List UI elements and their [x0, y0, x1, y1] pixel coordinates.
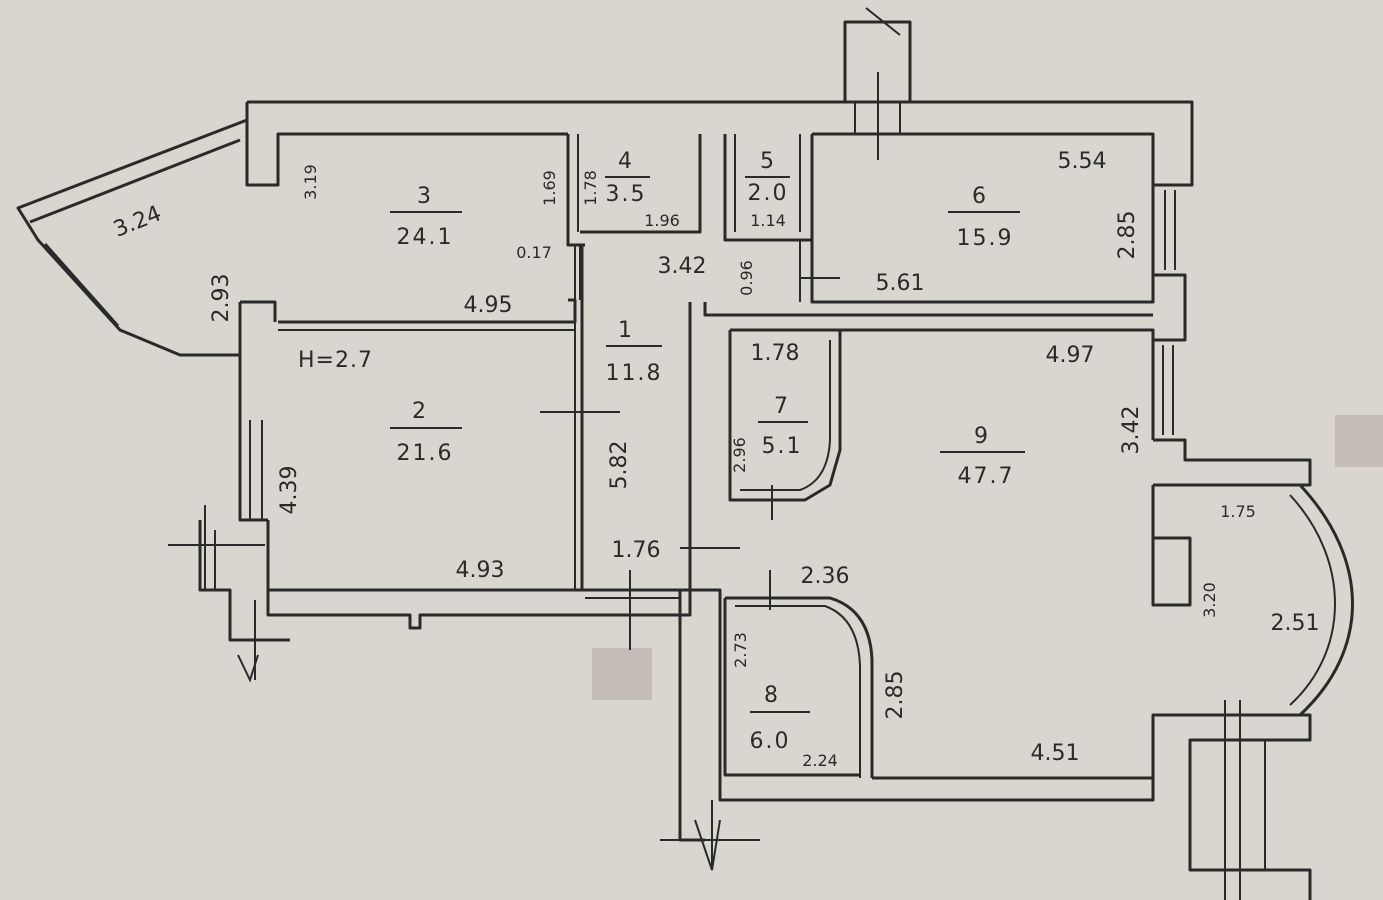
room-8-area: 6.0 — [750, 729, 791, 754]
room-3-area: 24.1 — [397, 225, 454, 250]
dim-3-24: 3.24 — [110, 201, 165, 243]
room-5-number: 5 — [760, 149, 776, 174]
dim-3-19: 3.19 — [301, 164, 320, 200]
dim-4-93: 4.93 — [456, 558, 505, 583]
dim-4-95: 4.95 — [464, 293, 513, 318]
labels: H=2.7 1 11.8 2 21.6 3 24.1 4 3.5 5 2.0 6… — [298, 149, 1025, 754]
dim-0-17: 0.17 — [516, 243, 552, 262]
room-3-number: 3 — [417, 184, 433, 209]
dim-3-42-top: 3.42 — [658, 254, 707, 279]
dim-1-78-room7: 1.78 — [751, 341, 800, 366]
dim-4-51: 4.51 — [1031, 741, 1080, 766]
room-7-area: 5.1 — [762, 434, 803, 459]
dim-1-14: 1.14 — [750, 211, 786, 230]
dim-1-78: 1.78 — [581, 170, 600, 206]
room-1-number: 1 — [618, 318, 634, 343]
room-4-area: 3.5 — [606, 182, 647, 207]
room-5-area: 2.0 — [748, 181, 789, 206]
room-2-area: 21.6 — [397, 441, 454, 466]
dim-2-73: 2.73 — [731, 632, 750, 668]
smudge-mark — [1335, 415, 1383, 467]
dim-2-85-top: 2.85 — [1115, 211, 1140, 260]
dim-1-76: 1.76 — [612, 538, 661, 563]
room-2-number: 2 — [412, 399, 428, 424]
dim-4-39: 4.39 — [277, 466, 302, 515]
room-1-area: 11.8 — [606, 361, 663, 386]
dim-5-61: 5.61 — [876, 271, 925, 296]
ceiling-height-note: H=2.7 — [298, 348, 373, 373]
dim-1-69: 1.69 — [540, 170, 559, 206]
dim-2-85-bottom: 2.85 — [883, 671, 908, 720]
dim-1-75: 1.75 — [1220, 502, 1256, 521]
room-8-number: 8 — [764, 683, 780, 708]
dim-2-51: 2.51 — [1271, 611, 1320, 636]
dim-2-96: 2.96 — [730, 437, 749, 473]
dim-2-36: 2.36 — [801, 564, 850, 589]
dim-2-24: 2.24 — [802, 751, 838, 770]
dim-5-54: 5.54 — [1058, 149, 1107, 174]
dim-2-93: 2.93 — [209, 274, 234, 323]
dim-0-96: 0.96 — [737, 260, 756, 296]
room-6-number: 6 — [972, 184, 988, 209]
room-9-area: 47.7 — [958, 464, 1015, 489]
room-7-number: 7 — [774, 394, 790, 419]
dim-3-42-right: 3.42 — [1119, 406, 1144, 455]
room-6-area: 15.9 — [957, 226, 1014, 251]
dim-3-20: 3.20 — [1200, 582, 1219, 618]
dimension-labels: 3.24 3.19 1.69 1.78 1.96 1.14 0.17 3.42 … — [110, 149, 1319, 770]
room-9-number: 9 — [974, 424, 990, 449]
room-4-number: 4 — [618, 149, 634, 174]
dim-5-82: 5.82 — [607, 441, 632, 490]
dim-1-96: 1.96 — [644, 211, 680, 230]
walls — [16, 7, 1354, 900]
dim-4-97: 4.97 — [1046, 343, 1095, 368]
smudge-mark — [592, 648, 652, 700]
